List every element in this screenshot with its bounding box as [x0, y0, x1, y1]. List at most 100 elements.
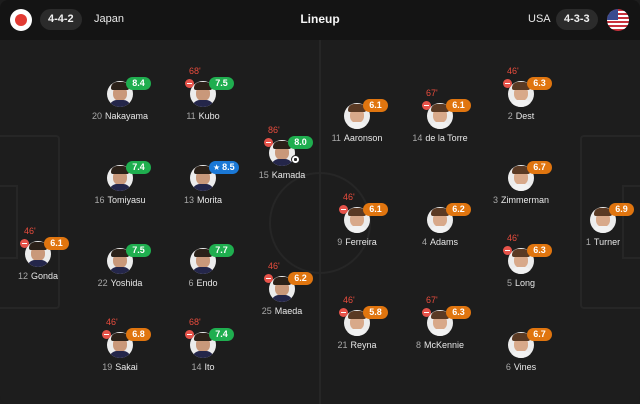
sub-minute: 46'	[106, 317, 118, 327]
player-name: Turner	[593, 237, 621, 247]
sub-minute: 46'	[343, 295, 355, 305]
player-rating: 6.9	[609, 203, 634, 216]
player-number: 16	[94, 195, 105, 205]
lineup-header: 4-4-2 Japan Lineup USA 4-3-3	[0, 0, 640, 40]
player-avatar	[25, 241, 51, 267]
away-formation: 4-3-3	[556, 9, 598, 30]
player-rating: 8.0	[288, 136, 313, 149]
player-name: Ferreira	[345, 237, 377, 247]
player-number: 14	[412, 133, 423, 143]
player-avatar	[427, 103, 453, 129]
player-name: Zimmerman	[501, 195, 550, 205]
player-name: Sakai	[115, 362, 138, 372]
rating-value: 6.1	[369, 100, 382, 110]
player-number: 22	[97, 278, 108, 288]
player-rating: 6.7	[527, 328, 552, 341]
center-circle	[269, 172, 371, 274]
player-number: 15	[258, 170, 269, 180]
sub-off-icon	[185, 79, 194, 88]
rating-value: 7.4	[215, 329, 228, 339]
ball-icon	[291, 155, 300, 164]
player-name: Tomiyasu	[107, 195, 146, 205]
sub-off-icon	[422, 308, 431, 317]
player-rating: 7.5	[126, 244, 151, 257]
player-number: 6	[505, 362, 511, 372]
player-avatar	[190, 81, 216, 107]
player-rating: 5.8	[363, 306, 388, 319]
player-rating: 6.8	[126, 328, 151, 341]
player-rating: 7.4	[126, 161, 151, 174]
player-rating: 6.1	[363, 99, 388, 112]
sub-minute: 46'	[507, 66, 519, 76]
rating-value: 6.3	[533, 78, 546, 88]
player-name: Dest	[515, 111, 535, 121]
player-name: Endo	[196, 278, 218, 288]
player-name: Ito	[204, 362, 215, 372]
sub-minute: 46'	[268, 261, 280, 271]
player-name: Maeda	[274, 306, 303, 316]
rating-value: 6.8	[132, 329, 145, 339]
rating-value: 6.3	[533, 245, 546, 255]
player-name: Nakayama	[104, 111, 149, 121]
sub-off-icon	[264, 274, 273, 283]
player-avatar	[344, 207, 370, 233]
sub-minute: 68'	[189, 66, 201, 76]
player-number: 25	[261, 306, 272, 316]
player-rating: ★8.5	[209, 161, 239, 174]
player-rating: 6.7	[527, 161, 552, 174]
rating-value: 7.7	[215, 245, 228, 255]
player-number: 3	[492, 195, 498, 205]
rating-value: 6.9	[615, 204, 628, 214]
player-rating: 6.3	[446, 306, 471, 319]
sub-off-icon	[185, 330, 194, 339]
home-team-name[interactable]: Japan	[94, 13, 124, 25]
player-rating: 6.1	[44, 237, 69, 250]
rating-value: 5.8	[369, 307, 382, 317]
sub-minute: 46'	[24, 226, 36, 236]
away-penalty-box	[580, 135, 640, 309]
player-avatar	[508, 81, 534, 107]
player-name: de la Torre	[425, 133, 468, 143]
player-number: 14	[191, 362, 202, 372]
player-name: Adams	[430, 237, 459, 247]
rating-value: 8.4	[132, 78, 145, 88]
usa-flag-icon	[607, 9, 629, 31]
rating-value: 6.1	[369, 204, 382, 214]
player-name: McKennie	[423, 340, 465, 350]
sub-minute: 86'	[268, 125, 280, 135]
sub-off-icon	[503, 79, 512, 88]
sub-off-icon	[20, 239, 29, 248]
player-number: 13	[183, 195, 194, 205]
player-name: Long	[514, 278, 536, 288]
rating-value: 6.2	[294, 273, 307, 283]
home-formation: 4-4-2	[40, 9, 82, 30]
rating-value: 6.7	[533, 329, 546, 339]
sub-off-icon	[339, 205, 348, 214]
player-name: Kamada	[271, 170, 306, 180]
sub-minute: 67'	[426, 295, 438, 305]
player-number: 19	[102, 362, 113, 372]
rating-value: 6.3	[452, 307, 465, 317]
player-number: 5	[506, 278, 512, 288]
sub-minute: 46'	[343, 192, 355, 202]
away-team-name[interactable]: USA	[528, 13, 551, 25]
player-rating: 8.4	[126, 77, 151, 90]
rating-value: 7.5	[215, 78, 228, 88]
home-penalty-box	[0, 135, 60, 309]
player-rating: 6.3	[527, 244, 552, 257]
player-number: 11	[331, 133, 341, 143]
player-avatar	[427, 310, 453, 336]
